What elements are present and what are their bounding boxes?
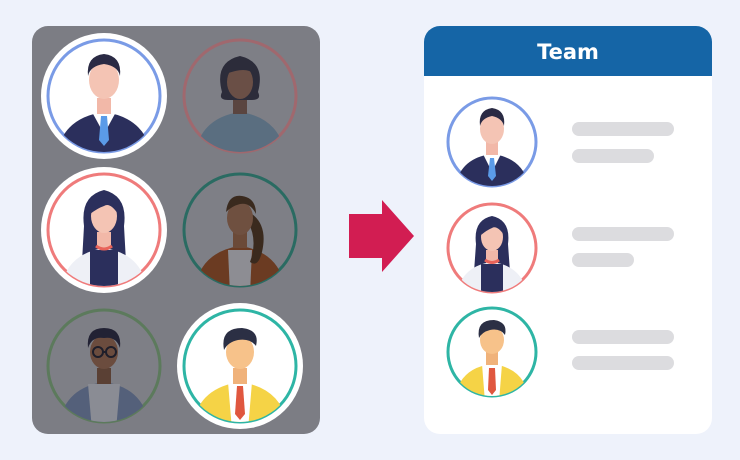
team-member-row[interactable]: [446, 96, 674, 192]
placeholder-line: [572, 356, 674, 370]
man-suit-avatar[interactable]: [41, 33, 167, 160]
arrow-right-icon: [349, 200, 414, 272]
man-glasses-avatar[interactable]: [46, 308, 162, 430]
team-title: Team: [537, 40, 599, 64]
woman-dark-hair-avatar[interactable]: [41, 167, 167, 294]
team-member-row[interactable]: [446, 202, 674, 298]
team-member-row[interactable]: [446, 306, 674, 402]
placeholder-line: [572, 227, 674, 241]
man-yellow-jacket-avatar[interactable]: [177, 303, 303, 430]
woman-curly-hair-avatar[interactable]: [182, 38, 298, 160]
placeholder-line: [572, 253, 634, 267]
placeholder-line: [572, 330, 674, 344]
woman-ponytail-avatar[interactable]: [182, 172, 298, 294]
placeholder-line: [572, 149, 654, 163]
placeholder-line: [572, 122, 674, 136]
team-card-header: Team: [424, 26, 712, 76]
